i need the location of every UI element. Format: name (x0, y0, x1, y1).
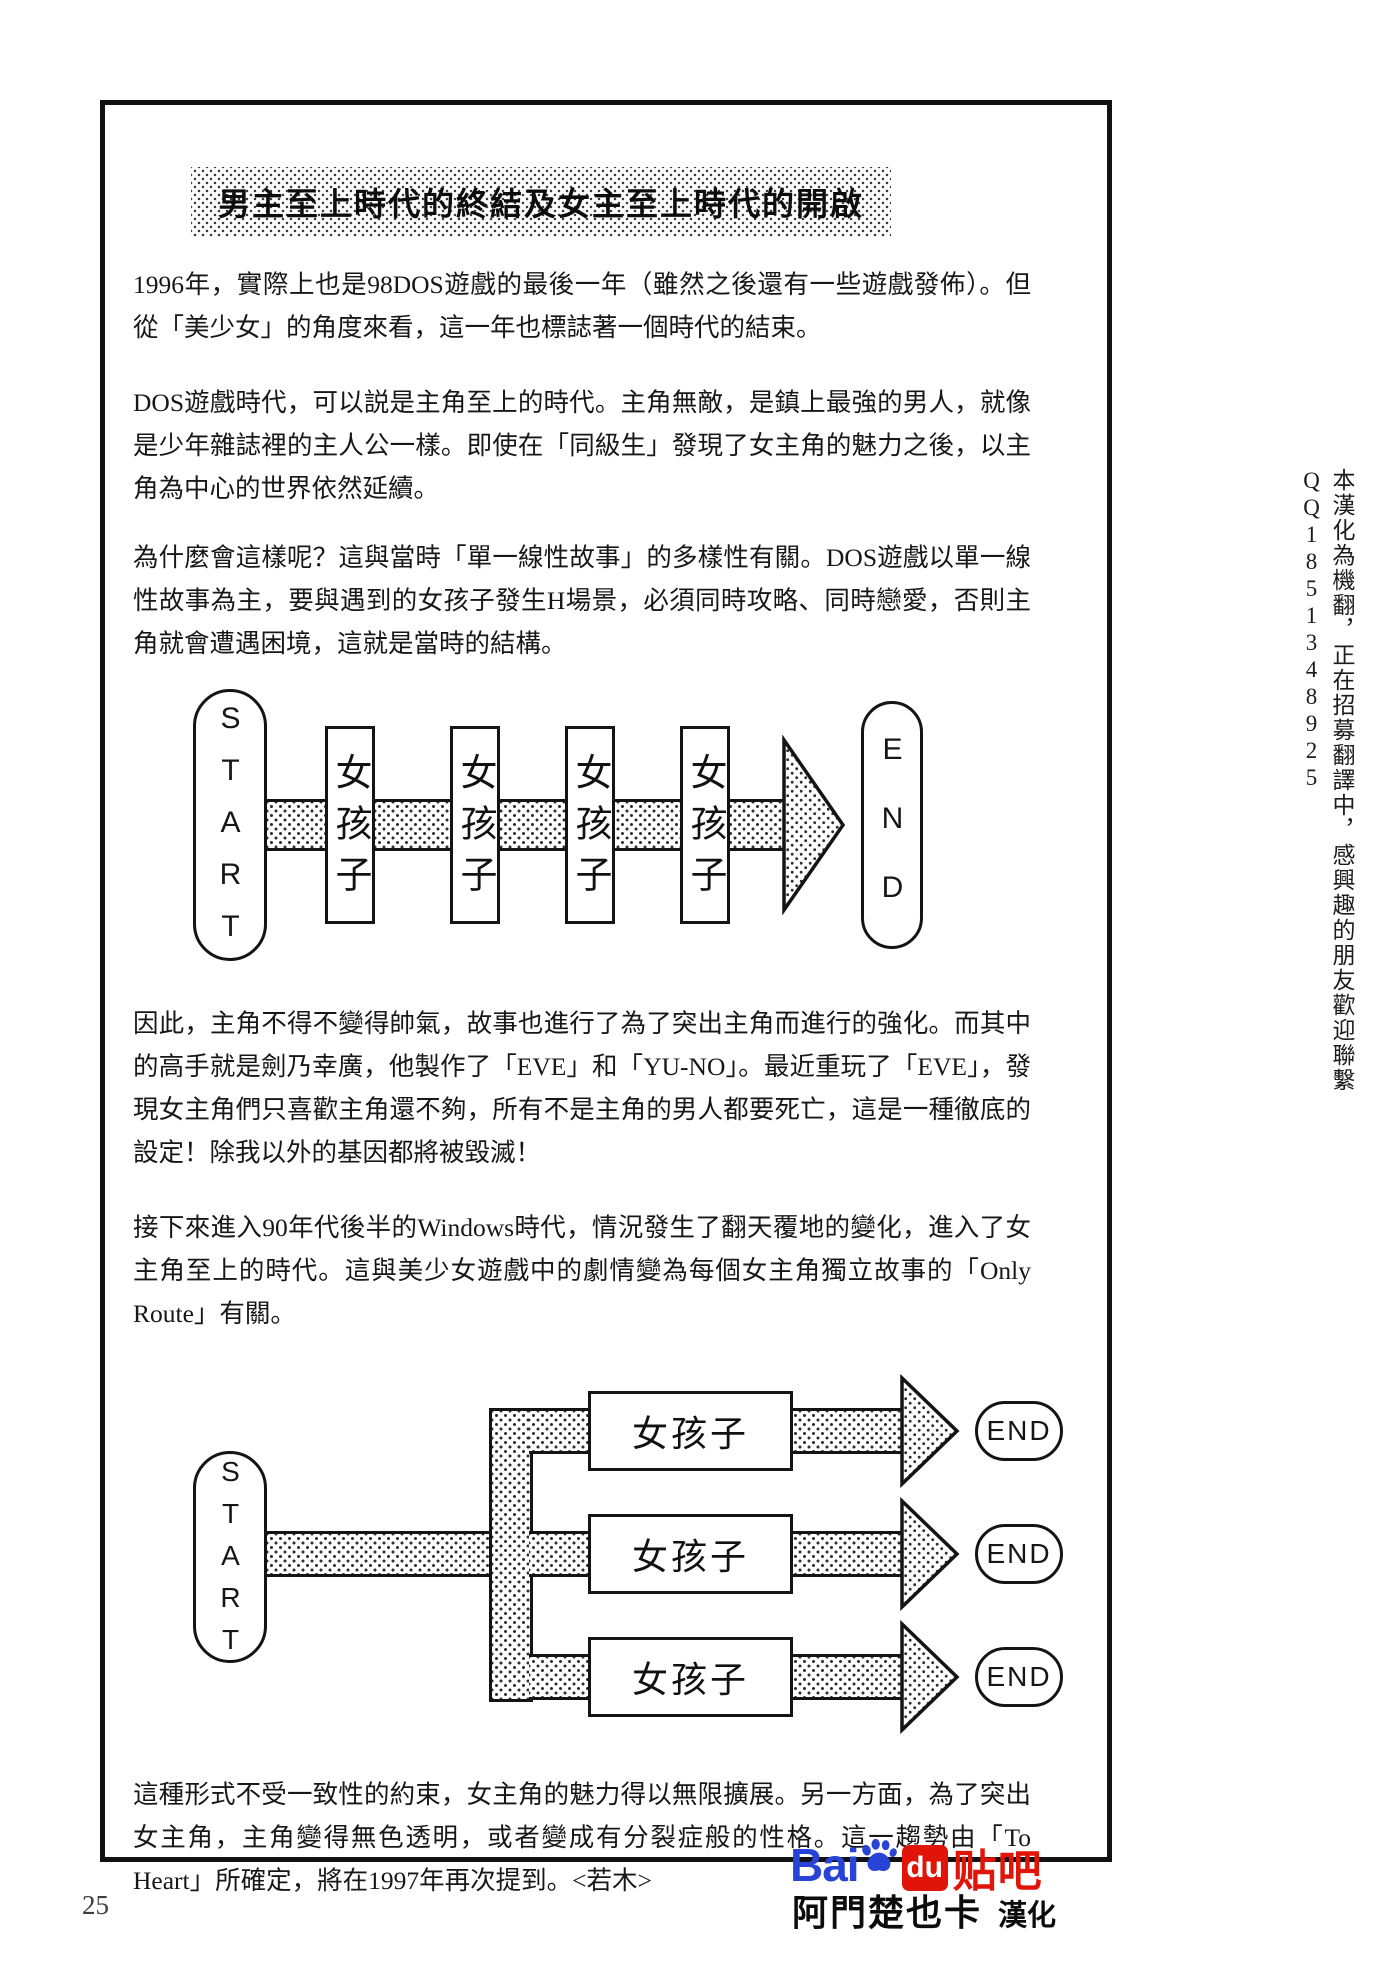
girl-label: 女孩子 (631, 1659, 749, 1700)
branch-trunk (489, 1408, 533, 1702)
flow-band (791, 1408, 903, 1454)
end-node: END (861, 701, 923, 949)
girl-box-row1: 女孩子 (588, 1391, 793, 1471)
end-node-row1: END (975, 1401, 1063, 1461)
girl-label: 女孩子 (570, 752, 611, 906)
baidu-logo-tieba-text: 贴吧 (952, 1847, 1043, 1896)
page-number: 25 (82, 1890, 109, 1920)
girl-label: 女孩子 (631, 1413, 749, 1454)
girl-box-4: 女孩子 (680, 726, 730, 924)
flow-band (267, 1531, 493, 1577)
end-label: END (986, 1661, 1052, 1692)
end-label: END (876, 732, 909, 940)
start-label: START (215, 1456, 246, 1666)
girl-box-3: 女孩子 (565, 726, 615, 924)
page-title: 男主至上時代的終結及女主至上時代的開啟 (217, 186, 864, 222)
start-label: START (214, 702, 247, 962)
girl-box-1: 女孩子 (325, 726, 375, 924)
girl-box-row2: 女孩子 (588, 1514, 793, 1594)
page-content: 男主至上時代的終結及女主至上時代的開啟 1996年，實際上也是98DOS遊戲的最… (105, 167, 1107, 1902)
flow-band (791, 1654, 903, 1700)
girl-box-row3: 女孩子 (588, 1637, 793, 1717)
start-node: START (193, 1451, 267, 1666)
baidu-paw-icon (859, 1837, 899, 1880)
girl-label: 女孩子 (631, 1536, 749, 1577)
paragraph-4: 因此，主角不得不變得帥氣，故事也進行了為了突出主角而進行的強化。而其中的高手就是… (133, 1009, 1031, 1167)
arrowhead-icon (900, 1497, 960, 1611)
start-node: START (193, 689, 267, 962)
end-node-row3: END (975, 1647, 1063, 1707)
girl-label: 女孩子 (330, 752, 371, 906)
paragraph-6: 這種形式不受一致性的約束，女主角的魅力得以無限擴展。另一方面，為了突出女主角，主… (133, 1780, 1031, 1895)
credit-role-label: 漢化 (998, 1900, 1057, 1932)
flow-band (529, 1408, 591, 1454)
girl-label: 女孩子 (455, 752, 496, 906)
arrowhead-icon (782, 735, 846, 915)
girl-box-2: 女孩子 (450, 726, 500, 924)
diagram-branching-routes: 女孩子 END 女孩子 (133, 1369, 1063, 1741)
paragraph-3: 為什麼會這樣呢？這與當時「單一線性故事」的多樣性有關。DOS遊戲以單一線性故事為… (133, 543, 1031, 658)
paragraph-1: 1996年，實際上也是98DOS遊戲的最後一年（雖然之後還有一些遊戲發佈）。但從… (133, 270, 1031, 342)
paragraph-5: 接下來進入90年代後半的Windows時代，情況發生了翻天覆地的變化，進入了女主… (133, 1213, 1031, 1328)
end-label: END (986, 1538, 1052, 1569)
arrowhead-icon (900, 1620, 960, 1734)
baidu-tieba-logo: Bai du 贴吧 (790, 1837, 1043, 1896)
baidu-logo-du-badge: du (901, 1845, 948, 1891)
translation-credit: 阿門楚也卡 漢化 (792, 1884, 1056, 1936)
paragraph-2: DOS遊戲時代，可以説是主角至上的時代。主角無敵，是鎮上最強的男人，就像是少年雜… (133, 388, 1031, 503)
flow-band (529, 1654, 591, 1700)
baidu-logo-bai-text: Bai (790, 1839, 860, 1891)
arrowhead-icon (900, 1374, 960, 1488)
page-frame: 男主至上時代的終結及女主至上時代的開啟 1996年，實際上也是98DOS遊戲的最… (100, 100, 1112, 1895)
credit-group-name: 阿門楚也卡 (792, 1892, 983, 1933)
end-label: END (986, 1415, 1052, 1446)
flow-band (791, 1531, 903, 1577)
end-node-row2: END (975, 1524, 1063, 1584)
girl-label: 女孩子 (685, 752, 726, 906)
title-banner: 男主至上時代的終結及女主至上時代的開啟 (191, 167, 891, 237)
translator-margin-note: 本漢化為機翻，正在招募翻譯中，感興趣的朋友歡迎聯繫QQ1851348925 (1299, 468, 1354, 1093)
flow-band (529, 1531, 591, 1577)
diagram-linear-route: START 女孩子 女孩子 女孩子 女孩子 (133, 681, 1031, 976)
